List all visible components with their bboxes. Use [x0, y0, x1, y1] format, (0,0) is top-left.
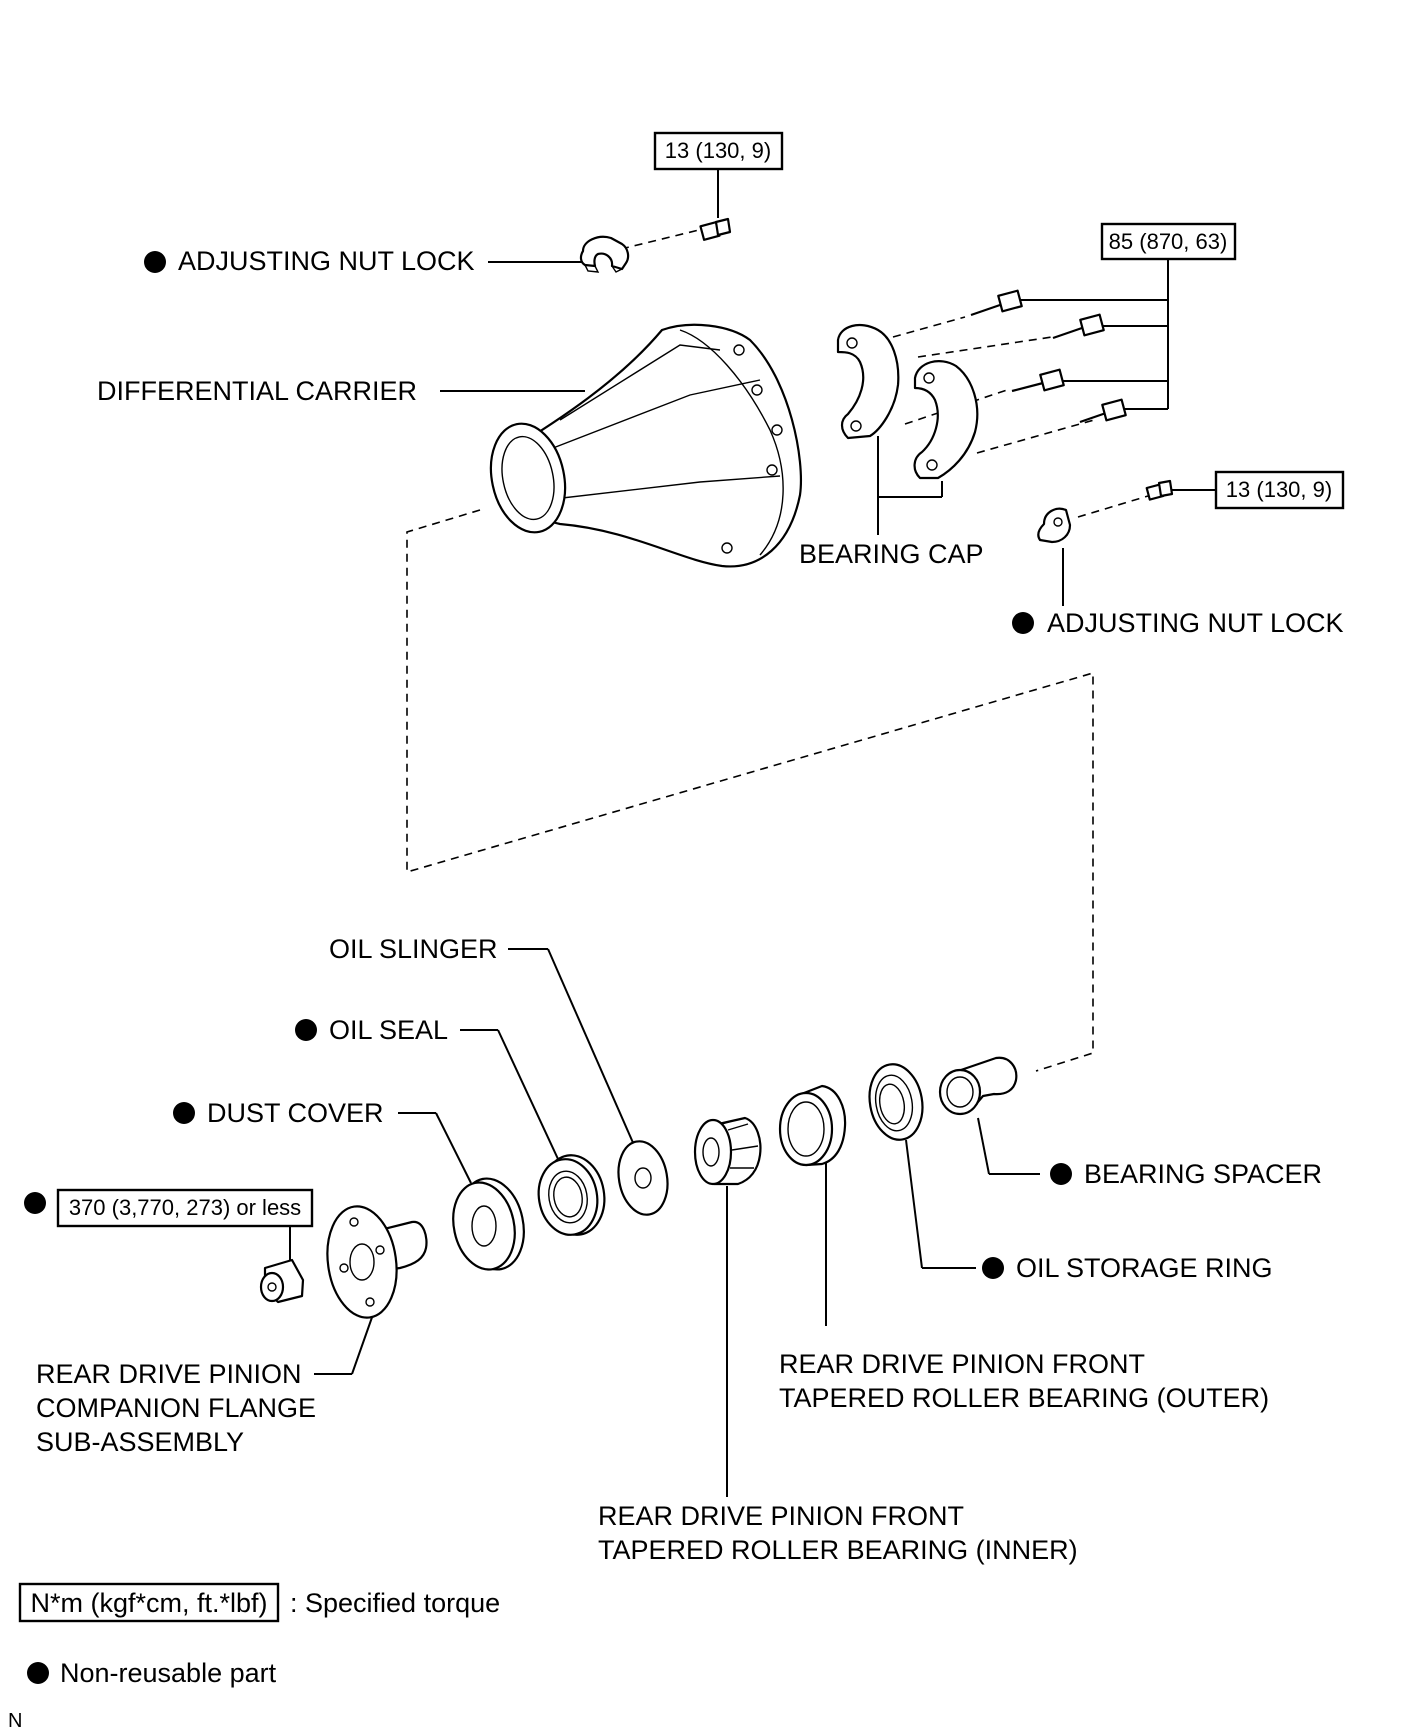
torque-box-nut-lock-bolt-left: 13 (130, 9) — [653, 131, 784, 171]
svg-text:REAR DRIVE PINION: REAR DRIVE PINION — [36, 1359, 302, 1389]
torque-box-companion-flange-nut: 370 (3,770, 273) or less — [56, 1188, 314, 1228]
legend-torque: N*m (kgf*cm, ft.*lbf) : Specified torque — [18, 1582, 500, 1623]
corner-code: N — [8, 1710, 22, 1732]
leader-lines — [289, 169, 1216, 1497]
svg-text:TAPERED ROLLER BEARING (INNER): TAPERED ROLLER BEARING (INNER) — [598, 1535, 1078, 1565]
svg-text:Non-reusable part: Non-reusable part — [60, 1658, 277, 1688]
svg-text:370 (3,770, 273) or less: 370 (3,770, 273) or less — [69, 1195, 301, 1220]
differential-carrier-part — [489, 323, 803, 568]
label-bearing-spacer: BEARING SPACER — [1084, 1159, 1322, 1189]
label-front-bearing-outer: REAR DRIVE PINION FRONT TAPERED ROLLER B… — [779, 1349, 1269, 1413]
svg-text:: Specified torque: : Specified torque — [290, 1588, 500, 1618]
svg-text:SUB-ASSEMBLY: SUB-ASSEMBLY — [36, 1427, 244, 1457]
assembly-dashed-lines — [406, 228, 1149, 1072]
label-bearing-cap: BEARING CAP — [799, 539, 984, 569]
front-bearing-outer-part — [778, 1084, 847, 1167]
label-oil-slinger: OIL SLINGER — [329, 934, 498, 964]
label-dust-cover: DUST COVER — [207, 1098, 384, 1128]
dust-cover-part — [452, 1177, 525, 1271]
svg-text:13 (130, 9): 13 (130, 9) — [665, 138, 771, 163]
oil-storage-ring-part — [868, 1063, 924, 1141]
svg-text:TAPERED ROLLER BEARING (OUTER): TAPERED ROLLER BEARING (OUTER) — [779, 1383, 1269, 1413]
svg-text:REAR DRIVE PINION FRONT: REAR DRIVE PINION FRONT — [779, 1349, 1145, 1379]
bearing-spacer-part — [938, 1056, 1018, 1116]
nut-lock-bolt-left-part — [699, 217, 732, 241]
label-oil-storage-ring: OIL STORAGE RING — [1016, 1253, 1273, 1283]
label-front-bearing-inner: REAR DRIVE PINION FRONT TAPERED ROLLER B… — [598, 1501, 1078, 1565]
companion-flange-nut-part — [259, 1258, 305, 1304]
legend-nonreusable: Non-reusable part — [27, 1658, 277, 1688]
svg-text:REAR DRIVE PINION FRONT: REAR DRIVE PINION FRONT — [598, 1501, 964, 1531]
label-companion-flange: REAR DRIVE PINION COMPANION FLANGE SUB-A… — [36, 1359, 316, 1457]
front-bearing-inner-part — [693, 1116, 762, 1186]
svg-text:N*m (kgf*cm, ft.*lbf): N*m (kgf*cm, ft.*lbf) — [30, 1588, 267, 1618]
bearing-cap-bolts-part — [970, 289, 1127, 424]
oil-slinger-part — [617, 1140, 669, 1216]
bearing-cap-part — [836, 323, 979, 480]
adjusting-nut-lock-right-part — [1037, 507, 1072, 544]
torque-box-bearing-cap-bolts: 85 (870, 63) — [1100, 222, 1237, 261]
label-adjusting-nut-lock-right: ADJUSTING NUT LOCK — [1047, 608, 1344, 638]
svg-text:COMPANION FLANGE: COMPANION FLANGE — [36, 1393, 316, 1423]
label-oil-seal: OIL SEAL — [329, 1015, 448, 1045]
label-differential-carrier: DIFFERENTIAL CARRIER — [97, 376, 417, 406]
torque-box-nut-lock-bolt-right: 13 (130, 9) — [1214, 470, 1345, 510]
svg-text:13 (130, 9): 13 (130, 9) — [1226, 477, 1332, 502]
nut-lock-bolt-right-part — [1145, 479, 1174, 501]
svg-text:85 (870, 63): 85 (870, 63) — [1109, 229, 1228, 254]
nonreusable-markers — [24, 251, 1072, 1279]
oil-seal-part — [537, 1154, 606, 1236]
adjusting-nut-lock-left-part — [579, 235, 630, 273]
label-adjusting-nut-lock-left: ADJUSTING NUT LOCK — [178, 246, 475, 276]
companion-flange-part — [326, 1205, 428, 1319]
